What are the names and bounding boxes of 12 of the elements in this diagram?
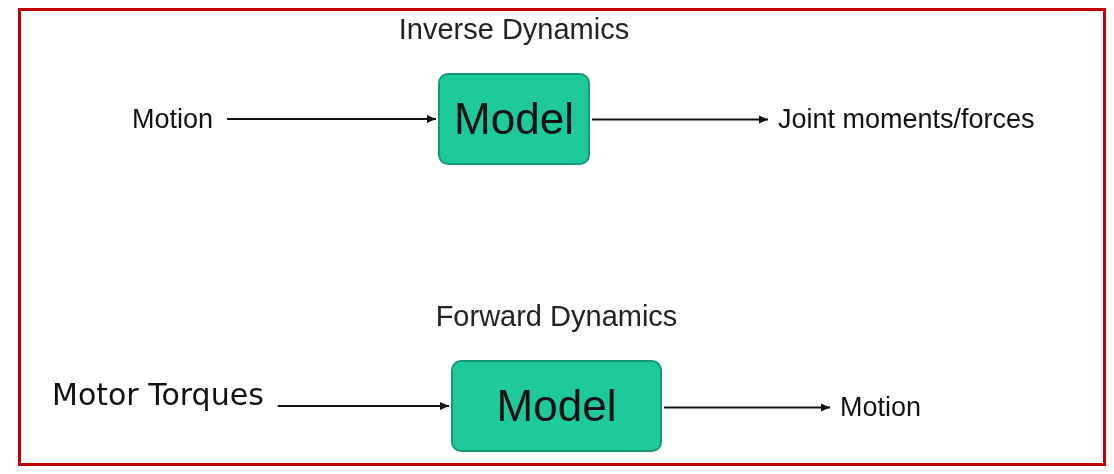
box-label: Model xyxy=(496,381,617,431)
arrow xyxy=(226,115,437,123)
signal-label: Motor Torques xyxy=(52,380,264,410)
signal-label: Motion xyxy=(132,106,214,133)
signal-label: Joint moments/forces xyxy=(778,106,1035,133)
arrow xyxy=(591,115,769,124)
signal-label: Motion xyxy=(840,394,922,421)
box-heading: Inverse Dynamics xyxy=(398,13,630,46)
arrow xyxy=(663,403,831,412)
box-label: Model xyxy=(454,94,574,144)
arrow xyxy=(276,402,450,410)
box-heading: Forward Dynamics xyxy=(435,300,678,333)
